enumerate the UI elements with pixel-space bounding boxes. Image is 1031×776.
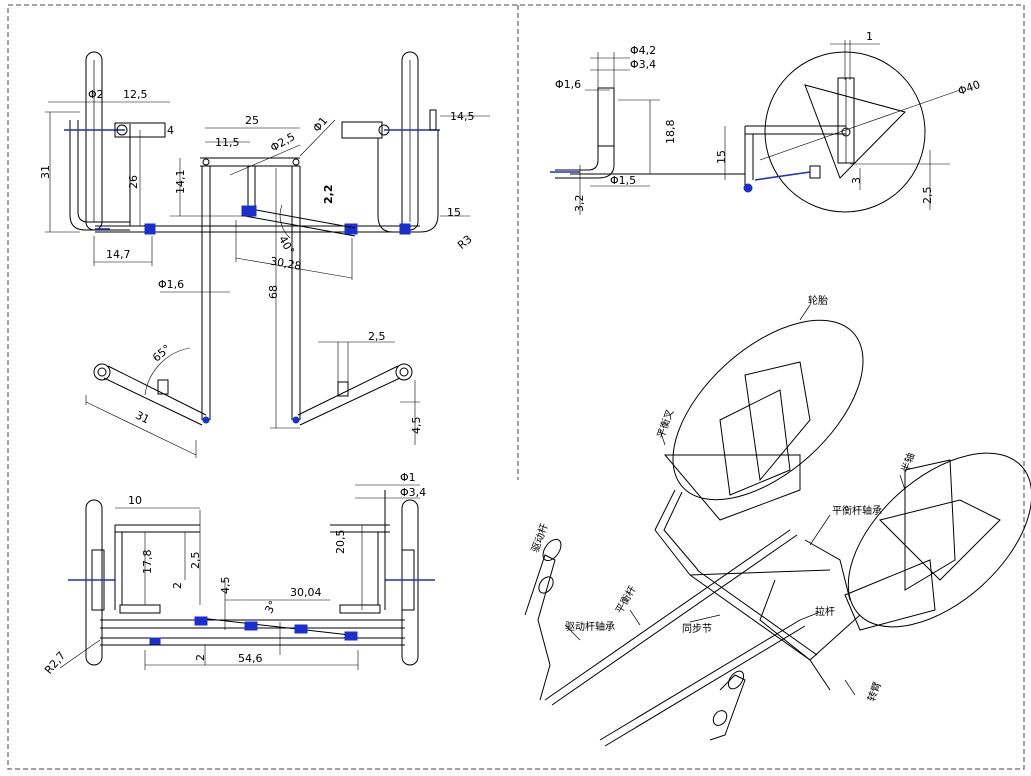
isometric-view	[524, 304, 1031, 747]
dim-label: 14,5	[450, 110, 475, 123]
dim-label: 14,1	[174, 170, 187, 195]
dim-label: 68	[267, 285, 280, 299]
dim-label: 2,5	[189, 552, 202, 570]
front-view	[45, 51, 490, 458]
dim-label: 30,28	[269, 255, 302, 273]
dim-label: 31	[133, 409, 151, 427]
label-tire: 轮胎	[808, 294, 828, 307]
front-view-dims: Φ2 12,5 4 31 26 14,7 25 11,5 Φ2,5 Φ1 14,…	[39, 88, 475, 434]
dim-label: 3,2	[573, 195, 586, 213]
side-view-dims: Φ4,2 Φ3,4 Φ1,6 18,8 15 Φ1,5 3,2 1 Φ40 3 …	[555, 30, 982, 212]
dim-label: 14,7	[106, 248, 131, 261]
label-balance-bar-bearing: 平衡杆轴承	[832, 504, 882, 517]
label-steering-arm: 驱动杆	[529, 522, 551, 554]
dim-label: 15	[715, 150, 728, 164]
dim-label: 31	[39, 165, 52, 179]
dim-label: R3	[455, 233, 475, 252]
label-tie-rod: 拉杆	[815, 605, 835, 618]
dim-label: 54,6	[238, 652, 263, 665]
drawing-frame	[7, 4, 1025, 770]
label-balance-fork: 平衡叉	[655, 408, 677, 440]
dim-label: 30,04	[290, 586, 322, 599]
dim-label: 2	[194, 654, 207, 661]
dim-label: Φ1,6	[555, 78, 581, 91]
dim-label: 1	[866, 30, 873, 43]
dim-label: 12,5	[123, 88, 148, 101]
dim-label: Φ40	[956, 78, 982, 98]
dim-label: Φ4,2	[630, 44, 656, 57]
dim-label: 4,5	[410, 417, 423, 435]
dim-label: 26	[127, 175, 140, 189]
top-view	[59, 484, 435, 670]
dim-label: Φ1	[310, 114, 330, 134]
dim-label: 17,8	[141, 550, 154, 575]
label-half-shaft: 半轴	[898, 451, 917, 474]
label-knuckle: 转臂	[865, 680, 884, 703]
dim-label: 4,5	[219, 577, 232, 595]
dim-label: 40°	[276, 234, 297, 257]
dim-label: Φ3,4	[630, 58, 656, 71]
dim-label: Φ1	[400, 471, 416, 484]
dim-label: Φ1,6	[158, 278, 184, 291]
side-view	[550, 40, 961, 215]
dim-label: 4	[167, 124, 174, 137]
dim-label: Φ2,5	[268, 130, 297, 154]
label-drive-bar-bearing: 驱动杆轴承	[565, 620, 615, 633]
dim-label: 11,5	[215, 136, 240, 149]
dim-label: Φ1,5	[610, 174, 636, 187]
dim-label: Φ3,4	[400, 486, 426, 499]
label-sync-joint: 同步节	[682, 623, 712, 635]
dim-label: 2,5	[368, 330, 386, 343]
dim-label: 65°	[150, 342, 173, 364]
dim-label: R2,7	[42, 649, 68, 677]
dim-label: Φ2	[88, 88, 104, 101]
dim-label: 18,8	[664, 120, 677, 145]
isometric-labels: 轮胎 平衡叉 半轴 平衡杆轴承 驱动杆 平衡杆 驱动杆轴承 同步节 拉杆 转臂	[529, 294, 917, 703]
dim-label: 3°	[262, 599, 280, 616]
dim-label: 10	[128, 494, 142, 507]
dim-label: 25	[245, 114, 259, 127]
dim-label: 2,5	[921, 187, 934, 205]
dim-label: 3	[850, 177, 863, 184]
dim-label: 20,5	[334, 530, 347, 555]
dim-label: 15	[447, 206, 461, 219]
dim-label: 2	[171, 582, 184, 589]
label-balance-bar: 平衡杆	[613, 584, 638, 616]
dim-label: 2,2	[322, 185, 335, 205]
